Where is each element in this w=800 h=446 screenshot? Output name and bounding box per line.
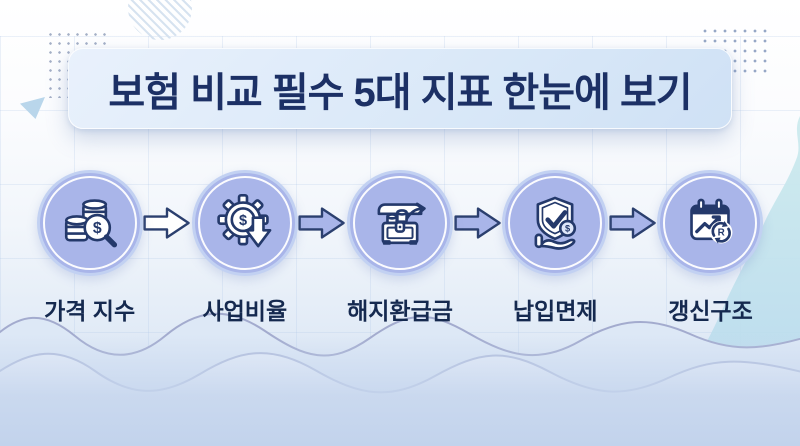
step-circle	[347, 170, 453, 276]
flow-arrow-icon	[143, 207, 191, 239]
step-label: 해지환급금	[347, 298, 453, 324]
flow-arrow-icon	[609, 207, 656, 239]
calendar-trend-renewal-icon: R	[690, 198, 733, 244]
step-label: 갱신구조	[668, 298, 753, 324]
step-renewal-structure: R 갱신구조	[657, 170, 764, 326]
coins-magnifier-icon: $	[64, 199, 117, 248]
shield-check-coin-hand-icon: $	[534, 196, 577, 250]
step-circle: R	[657, 170, 764, 276]
flow-arrow-icon	[454, 207, 501, 239]
treasure-chest-refund-icon	[377, 202, 426, 245]
step-expense-ratio: $ 사업비율	[191, 170, 298, 326]
step-circle: $	[36, 170, 143, 276]
title-banner: 보험 비교 필수 5대 지표 한눈에 보기	[68, 48, 732, 129]
svg-text:$: $	[92, 220, 101, 237]
svg-text:$: $	[565, 224, 570, 234]
step-price-index: $ 가격 지수	[36, 170, 143, 326]
step-circle: $	[191, 170, 298, 276]
step-label: 납입면제	[512, 298, 598, 324]
svg-text:$: $	[239, 213, 247, 229]
bottom-gradient	[0, 334, 800, 446]
indicator-flow: $ 가격 지수	[0, 170, 800, 326]
flow-arrow-icon	[298, 207, 346, 239]
step-premium-waiver: $ 납입면제	[502, 170, 609, 326]
svg-text:R: R	[718, 228, 725, 239]
hatched-circle-decoration	[128, 0, 192, 40]
step-label: 가격 지수	[44, 298, 136, 324]
page-title: 보험 비교 필수 5대 지표 한눈에 보기	[108, 70, 692, 115]
gear-dollar-decrease-icon: $	[217, 193, 272, 248]
step-label: 사업비율	[202, 298, 288, 324]
step-surrender-value: 해지환급금	[346, 170, 453, 326]
step-circle: $	[502, 170, 609, 276]
